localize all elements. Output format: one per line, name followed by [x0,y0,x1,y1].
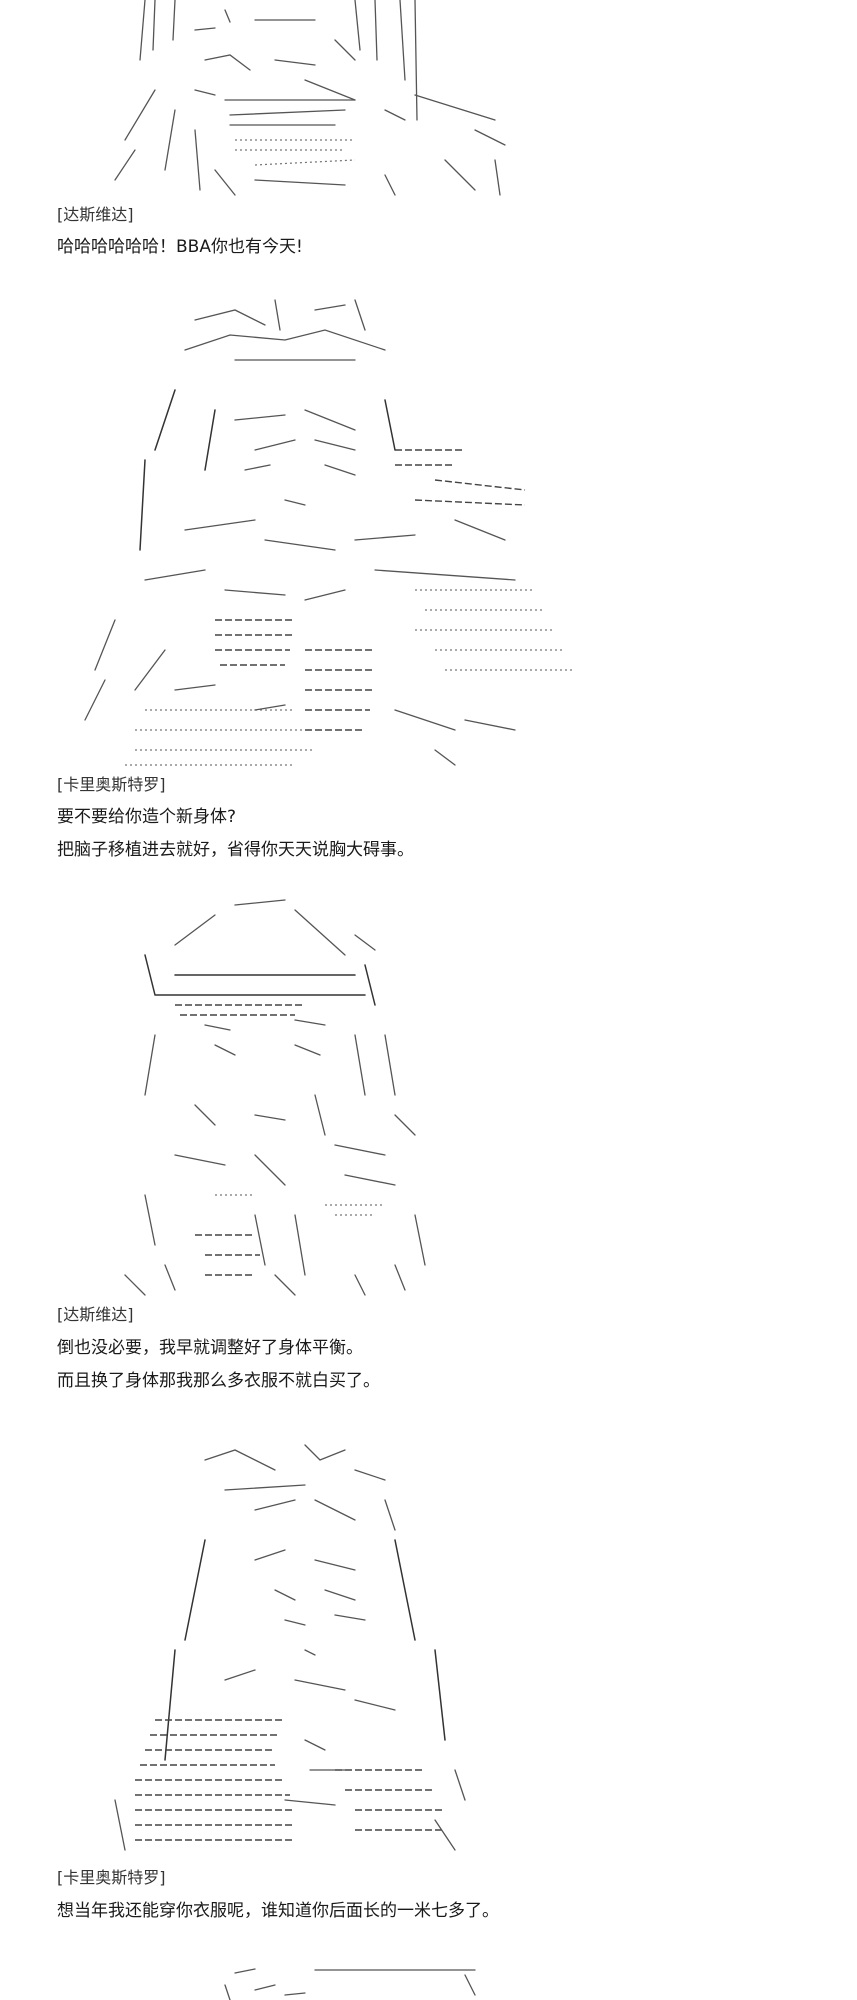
ascii-art-figure-icon [55,1965,615,2000]
speaker-label: [卡里奥斯特罗] [57,1868,166,1887]
speaker-label: [达斯维达] [57,1305,134,1324]
dialogue-line: 把脑子移植进去就好，省得你天天说胸大碍事。 [57,840,414,860]
dialogue-line: 要不要给你造个新身体? [57,807,237,827]
ascii-art-figure-icon [55,895,615,1305]
speaker-label: [达斯维达] [57,205,134,224]
dialogue-line: 而且换了身体那我那么多衣服不就白买了。 [57,1371,380,1391]
dialogue-line: 哈哈哈哈哈哈！BBA你也有今天! [57,237,303,257]
dialogue-line: 想当年我还能穿你衣服呢，谁知道你后面长的一米七多了。 [57,1901,499,1921]
speaker-label: [卡里奥斯特罗] [57,775,166,794]
dialogue-line: 倒也没必要，我早就调整好了身体平衡。 [57,1338,363,1358]
ascii-art-figure-icon [55,0,615,200]
ascii-art-figure-icon [55,290,615,770]
ascii-art-figure-icon [55,1440,615,1865]
